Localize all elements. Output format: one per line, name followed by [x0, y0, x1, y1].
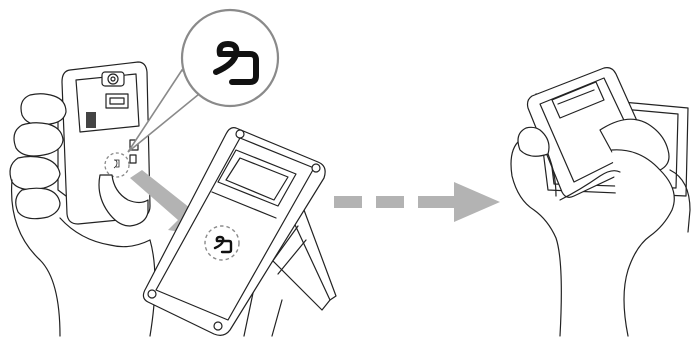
- progress-arrow: [334, 182, 500, 222]
- felica-mark-callout: [128, 10, 278, 152]
- card-reader: [143, 128, 336, 336]
- phone-in-hand: [10, 62, 155, 336]
- speaker-grille: [86, 112, 96, 128]
- hand-with-card: [511, 68, 690, 336]
